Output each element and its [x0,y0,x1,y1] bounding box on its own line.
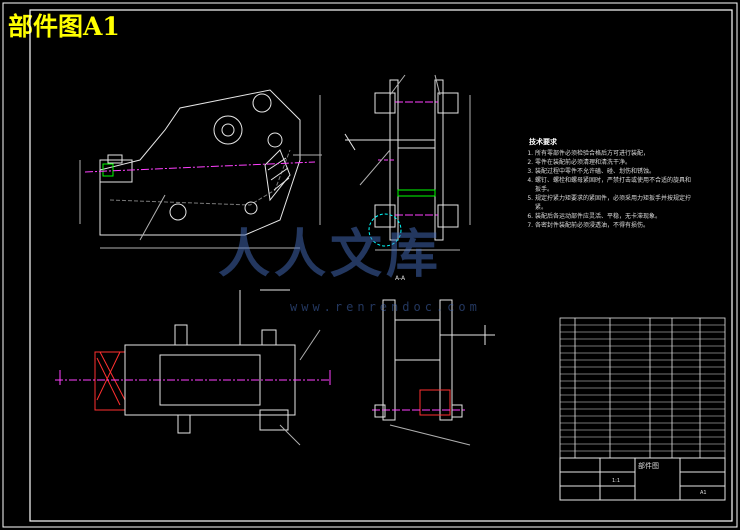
tech-item: 各密封件装配前必须浸透油，不得有损伤。 [535,221,695,230]
tech-item: 螺钉、螺栓和螺母紧固时，严禁打击或使用不合适的旋具和扳手。 [535,176,695,194]
tech-item: 规定拧紧力矩要求的紧固件，必须采用力矩扳手并按规定拧紧。 [535,194,695,212]
pivot-circle-top [252,93,272,113]
side-view [344,74,471,251]
front-view [79,89,322,249]
sheet-title: 部件图A1 [8,12,120,41]
roller-top-right [437,92,459,114]
section-view [372,299,495,446]
tech-item: 装配后各运动部件应灵活、平稳，无卡滞现象。 [535,212,695,221]
technical-requirements: 技术要求 所有零部件必须检验合格后方可进行装配， 零件在装配前必须清理和清洗干净… [525,138,695,230]
watermark-text: 人人文库 [218,224,443,285]
pivot-circle-large [213,115,243,145]
tech-heading: 技术要求 [529,138,557,146]
side-plate-right [434,79,444,241]
tech-item: 装配过程中零件不允许磕、碰、划伤和锈蚀。 [535,167,695,176]
title-block-sheet: A1 [700,490,707,496]
roller-bottom-right [437,204,459,228]
tech-item: 所有零部件必须检验合格后方可进行装配， [535,149,695,158]
roller-top-left [374,92,396,114]
plan-view [55,289,331,446]
roller-bottom-left [374,204,396,228]
plan-view-hatched-block [94,351,126,411]
front-view-plate [99,89,301,236]
title-block-scale: 1:1 [612,478,621,484]
inner-frame [29,9,733,522]
front-view-centerline [84,161,316,173]
tech-item: 零件在装配前必须清理和清洗干净。 [535,158,695,167]
section-view-label: A-A [395,275,406,282]
section-plate-left [382,299,396,421]
title-block-drawing-name: 部件图 [638,462,659,470]
watermark-url: www.renrendoc.com [290,300,481,314]
section-hatched-detail [419,389,451,416]
title-block [559,457,726,501]
